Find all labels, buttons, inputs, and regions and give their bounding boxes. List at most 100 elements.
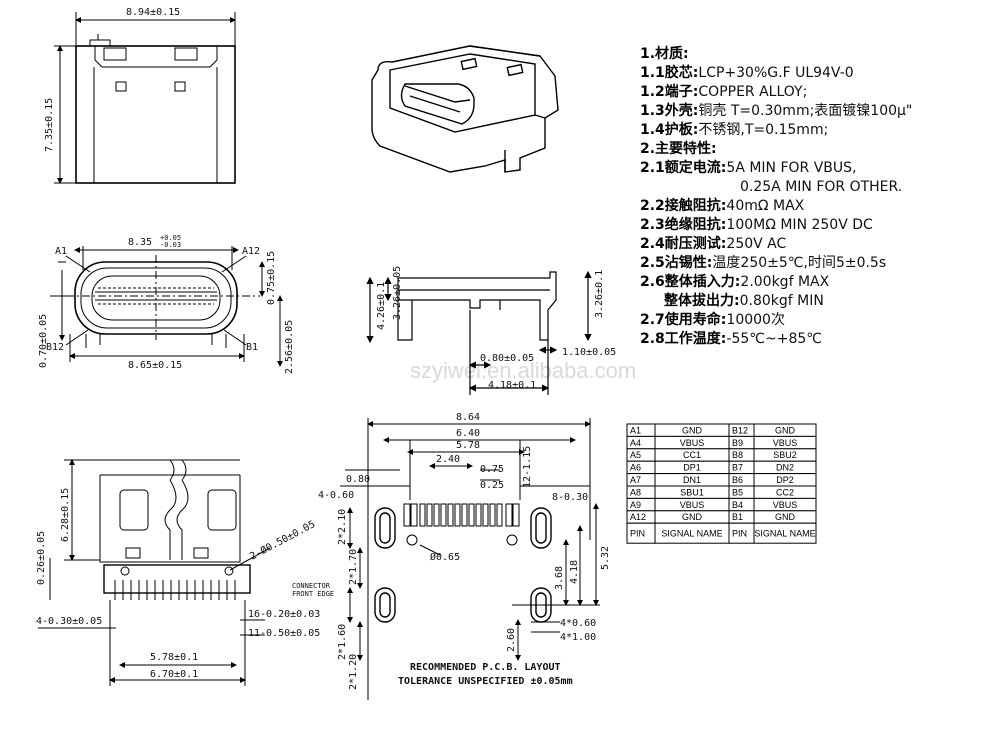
pin-b1-label: B1 xyxy=(246,342,258,353)
spec-line: 2.4耐压测试:250V AC xyxy=(640,235,786,252)
signal-name: VBUS xyxy=(680,500,705,510)
signal-name: GND xyxy=(775,425,796,435)
spec-key: 2.5沾锡性: xyxy=(640,254,712,271)
pin-id: B4 xyxy=(732,500,743,510)
spec-value: 10000次 xyxy=(726,312,785,328)
spec-value: 250V AC xyxy=(726,236,786,252)
spec-line: 2.2接触阻抗:40mΩ MAX xyxy=(640,197,805,214)
bottom-h026-label: 0.26±0.05 xyxy=(36,531,47,585)
spec-value: LCP+30%G.F UL94V-0 xyxy=(698,65,853,81)
pcb-tolerance: TOLERANCE UNSPECIFIED ±0.05mm xyxy=(398,676,573,687)
spec-line: 2.3绝缘阻抗:100MΩ MIN 250V DC xyxy=(640,216,873,233)
pcb-d532: 5.32 xyxy=(600,546,611,570)
side-h1-label: 4.26±0.1 xyxy=(376,282,387,330)
pcb-d260: 2.60 xyxy=(506,628,517,652)
pin-id: A12 xyxy=(630,512,646,522)
spec-line: 2.1额定电流:5A MIN FOR VBUS, xyxy=(640,159,857,176)
spec-line: 整体拔出力:0.80kgf MIN xyxy=(663,292,824,309)
pin-id: B5 xyxy=(732,487,743,497)
pitch-c-label: 11-0.50±0.05 xyxy=(248,628,320,639)
connector-edge-label-1: CONNECTOR xyxy=(292,582,331,590)
table-cell xyxy=(753,522,817,544)
signal-name: DP2 xyxy=(776,475,794,485)
pin-id: A9 xyxy=(630,500,641,510)
front-width-label: 8.94±0.15 xyxy=(126,7,180,18)
signal-name: GND xyxy=(682,425,703,435)
dim-256-label: 2.56±0.05 xyxy=(284,320,295,374)
pcb-d2210: 2*2.10 xyxy=(337,509,348,545)
pin-id: B9 xyxy=(732,438,743,448)
outer-width-label: 8.65±0.15 xyxy=(128,360,182,371)
spec-line: 2.主要特性: xyxy=(640,140,717,157)
inner-width-lower: -0.03 xyxy=(160,241,181,249)
spec-value: 40mΩ MAX xyxy=(726,198,804,214)
signal-name: SBU2 xyxy=(773,450,797,460)
spec-line: 1.3外壳:铜壳 T=0.30mm;表面镀镍100μ" xyxy=(640,102,912,119)
w670-label: 6.70±0.1 xyxy=(150,669,198,680)
pcb-d065: Ø0.65 xyxy=(430,551,460,563)
pin-id: PIN xyxy=(630,528,645,538)
pin-id: B8 xyxy=(732,450,743,460)
spec-key: 1.2端子: xyxy=(640,83,698,100)
signal-name: DN2 xyxy=(776,463,794,473)
pin-id: B6 xyxy=(732,475,743,485)
pcb-d864: 8.64 xyxy=(456,412,480,423)
spec-line: 1.4护板:不锈钢,T=0.15mm; xyxy=(640,121,828,138)
pcb-d2120: 2*1.20 xyxy=(348,654,359,690)
signal-name: GND xyxy=(682,512,703,522)
signal-name: VBUS xyxy=(773,438,798,448)
spec-key: 1.3外壳: xyxy=(640,102,698,119)
pcb-d2170: 2*1.70 xyxy=(348,549,359,585)
spec-key: 整体拔出力: xyxy=(663,292,740,309)
pcb-d418: 4.18 xyxy=(569,560,580,584)
spec-line: 1.2端子:COPPER ALLOY; xyxy=(640,83,807,100)
pcb-layout xyxy=(340,418,600,700)
pcb-d2160: 2*1.60 xyxy=(337,624,348,660)
spec-value: -55℃~+85℃ xyxy=(726,331,822,347)
spec-line: 2.7使用寿命:10000次 xyxy=(640,311,785,328)
front-view xyxy=(54,12,236,184)
pin-id: A5 xyxy=(630,450,641,460)
spec-key: 2.4耐压测试: xyxy=(640,235,726,252)
pcb-title: RECOMMENDED P.C.B. LAYOUT xyxy=(410,662,561,673)
spec-key: 2.1额定电流: xyxy=(640,159,726,176)
spec-value: 0.25A MIN FOR OTHER. xyxy=(740,179,902,195)
spec-key: 2.7使用寿命: xyxy=(640,311,726,328)
pin-id: A7 xyxy=(630,475,641,485)
w578-label: 5.78±0.1 xyxy=(150,652,198,663)
bottom-view xyxy=(38,459,271,686)
hole-label: 2-Ø0.50±0.05 xyxy=(248,518,317,563)
spec-key: 2.主要特性: xyxy=(640,140,717,157)
inner-width-upper: +0.05 xyxy=(160,234,181,242)
spec-value: 不锈钢,T=0.15mm; xyxy=(698,122,828,138)
signal-name: CC1 xyxy=(683,450,701,460)
pcb-d4060b: 4*0.60 xyxy=(560,618,596,629)
dim-075-label: 0.75±0.15 xyxy=(266,251,277,305)
spec-value: 温度250±5℃,时间5±0.5s xyxy=(712,255,886,271)
signal-name: SIGNAL NAME xyxy=(754,528,815,538)
pcb-d025: 0.25 xyxy=(480,480,504,491)
side-h3-label: 3.26±0.1 xyxy=(594,270,605,318)
pcb-d368: 3.68 xyxy=(554,566,565,590)
pitch-b-label: 16-0.20±0.03 xyxy=(248,609,320,620)
pcb-d4100: 4*1.00 xyxy=(560,632,596,643)
pin-id: A8 xyxy=(630,487,641,497)
spec-value: 100MΩ MIN 250V DC xyxy=(726,217,873,233)
side-view xyxy=(366,270,592,395)
pin-a12-label: A12 xyxy=(242,246,260,257)
pin-id: A4 xyxy=(630,438,641,448)
pin-a1-label: A1 xyxy=(55,246,67,257)
spec-line: 1.材质: xyxy=(640,45,689,62)
spec-value: COPPER ALLOY; xyxy=(698,84,807,100)
spec-key: 2.3绝缘阻抗: xyxy=(640,216,726,233)
pcb-d578: 5.78 xyxy=(456,440,480,451)
signal-name: GND xyxy=(775,512,796,522)
pcb-d080: 0.80 xyxy=(346,474,370,485)
pitch-a-label: 4-0.30±0.05 xyxy=(36,616,102,627)
pcb-d640: 6.40 xyxy=(456,428,480,439)
inner-width-label: 8.35 xyxy=(128,237,152,248)
pin-b12-label: B12 xyxy=(46,342,64,353)
spec-key: 1.4护板: xyxy=(640,121,698,138)
